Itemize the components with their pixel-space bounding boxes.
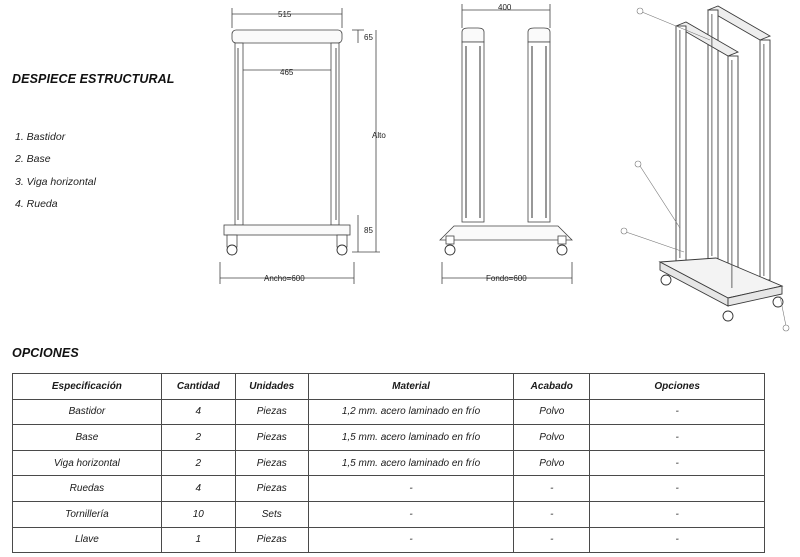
specs-table: Especificación Cantidad Unidades Materia… [12,373,765,554]
table-cell: Piezas [234,424,309,451]
table-cell: 10 [160,500,236,528]
table-cell: Piezas [234,449,309,477]
table-cell: - [589,398,765,426]
table-header-row: Especificación Cantidad Unidades Materia… [12,373,765,400]
dim-side-depth: Fondo=600 [486,274,527,283]
table-cell: 1,5 mm. acero laminado en frío [307,449,515,477]
table-cell: - [307,526,515,554]
table-cell: Piezas [234,398,309,426]
table-cell: 1,2 mm. acero laminado en frío [307,398,515,426]
table-cell: - [513,526,591,554]
table-cell: Polvo [513,398,591,426]
table-row: Base 2 Piezas 1,5 mm. acero laminado en … [12,424,765,451]
parts-list-item: 3. Viga horizontal [15,175,96,188]
table-row: Llave 1 Piezas - - - [12,526,765,554]
table-cell: Piezas [234,526,309,554]
isometric-view-drawing [620,5,790,332]
column-header-material: Material [307,373,515,400]
dim-front-width-top: 515 [278,10,292,19]
dim-front-width: Ancho=600 [264,274,305,283]
table-cell: 4 [160,398,236,426]
table-row: Bastidor 4 Piezas 1,2 mm. acero laminado… [12,398,765,426]
table-cell: 4 [160,475,236,502]
column-header-cantidad: Cantidad [160,373,236,400]
parts-list-item: 1. Bastidor [15,131,66,143]
table-cell: Ruedas [12,475,162,502]
table-cell: - [513,500,591,528]
table-cell: - [589,424,765,451]
column-header-opciones: Opciones [589,373,765,400]
table-cell: - [589,449,765,477]
parts-list-item: 2. Base [15,153,51,166]
dim-front-top-height: 65 [364,33,373,42]
options-heading: OPCIONES [12,346,79,360]
table-row: Tornillería 10 Sets - - - [12,500,765,528]
table-cell: Piezas [234,475,309,502]
table-row: Viga horizontal 2 Piezas 1,5 mm. acero l… [12,449,765,477]
table-cell: - [307,500,515,528]
column-header-especificacion: Especificación [12,373,162,400]
dim-front-bottom-height: 85 [364,226,373,235]
table-cell: - [589,475,765,502]
column-header-unidades: Unidades [234,373,309,400]
table-cell: Sets [234,500,309,528]
side-view-drawing: 400 Fondo=600 [439,3,573,284]
table-cell: Polvo [513,449,591,477]
dim-side-width-top: 400 [498,3,512,12]
dim-front-inner: 465 [280,68,294,77]
structure-heading: DESPIECE ESTRUCTURAL [12,72,175,86]
table-cell: 2 [160,449,236,477]
table-cell: Bastidor [12,398,162,426]
table-cell: Viga horizontal [12,449,162,477]
table-cell: Base [12,424,162,451]
table-cell: - [589,500,765,528]
table-cell: Tornillería [12,500,162,528]
table-row: Ruedas 4 Piezas - - - [12,475,765,502]
table-cell: - [307,475,515,502]
dim-height: Alto [372,131,386,140]
table-cell: Polvo [513,424,591,451]
table-cell: - [589,526,765,554]
table-cell: - [513,475,591,502]
parts-list: 1. Bastidor 2. Base 3. Viga horizontal 4… [15,130,96,219]
parts-list-item: 4. Rueda [15,197,58,210]
table-cell: 1,5 mm. acero laminado en frío [307,424,515,451]
table-cell: Llave [12,526,162,554]
table-cell: 2 [160,424,236,451]
table-cell: 1 [160,526,236,554]
column-header-acabado: Acabado [513,373,591,400]
front-view-drawing: 515 465 65 Alto 85 Ancho=600 [219,8,386,284]
